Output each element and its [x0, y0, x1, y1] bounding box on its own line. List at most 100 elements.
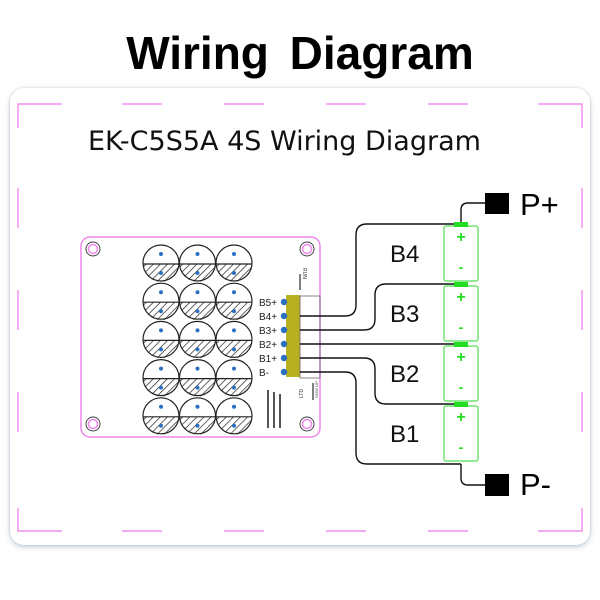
mounting-hole	[85, 416, 101, 432]
wire-b1	[300, 357, 461, 405]
capacitor-cell	[178, 320, 217, 359]
pin-dot	[280, 340, 288, 348]
cell-dot	[195, 404, 200, 409]
capacitor-cell	[142, 282, 180, 321]
pin-dot	[280, 354, 288, 362]
silk-label-now: NOW LIP	[314, 381, 319, 398]
terminal-positive-label: P+	[520, 187, 559, 222]
cell-dot	[195, 309, 200, 314]
cell-dot	[195, 252, 200, 256]
battery-label: B2	[390, 361, 419, 388]
battery-minus-sign: -	[459, 259, 464, 275]
capacitor-grid	[142, 244, 253, 435]
wire-pminus	[460, 464, 486, 486]
terminal-negative: P-	[485, 467, 551, 502]
cell-dot	[159, 328, 163, 333]
battery-terminal-cap	[454, 222, 468, 227]
pin-label: B4+	[259, 312, 277, 323]
pin-label: B1+	[259, 354, 277, 365]
wire-pplus	[460, 202, 486, 224]
capacitor-cell	[178, 282, 217, 321]
battery-cell: + - B2	[390, 342, 479, 402]
wire-b3	[300, 283, 461, 331]
battery-label: B4	[390, 241, 419, 268]
capacitor-cell	[178, 244, 217, 282]
pin-dot	[280, 312, 288, 320]
terminal-negative-block	[485, 474, 509, 496]
battery-label: B3	[390, 301, 419, 328]
cell-dot	[159, 271, 163, 275]
cell-dot	[232, 347, 236, 352]
balance-connector	[286, 295, 300, 377]
cell-dot	[159, 423, 163, 428]
cell-dot	[195, 271, 200, 275]
cell-dot	[195, 385, 200, 390]
terminal-negative-label: P-	[520, 467, 551, 502]
battery-plus-sign: +	[456, 349, 465, 366]
cell-dot	[195, 290, 200, 295]
battery-terminal-cap	[454, 282, 468, 287]
terminal-positive: P+	[485, 187, 559, 222]
cell-dot	[232, 423, 236, 428]
mounting-hole	[299, 416, 315, 432]
pin-dot	[280, 298, 288, 306]
battery-minus-sign: -	[459, 379, 464, 395]
silk-label-ltd: LTD	[299, 389, 305, 398]
wire-b4	[300, 223, 461, 317]
cell-dot	[232, 385, 236, 390]
battery-minus-sign: -	[459, 319, 464, 335]
cell-dot	[159, 290, 163, 295]
mounting-hole	[299, 241, 315, 257]
cell-dot	[232, 328, 236, 333]
battery-plus-sign: +	[456, 409, 465, 426]
cell-dot	[232, 271, 236, 275]
capacitor-cell	[142, 397, 180, 435]
dashed-frame	[17, 103, 583, 532]
board-fine-print	[267, 390, 281, 428]
wire-bminus	[300, 371, 461, 465]
pin-dot	[280, 326, 288, 334]
capacitor-cell	[215, 282, 253, 321]
pin-label: B3+	[259, 326, 277, 337]
battery-terminal-cap	[454, 402, 468, 407]
pin-list: B5+ B4+ B3+ B2+ B1+ B-	[259, 298, 288, 379]
cell-dot	[232, 252, 236, 256]
capacitor-cell	[215, 244, 253, 282]
pin-label: B2+	[259, 340, 277, 351]
capacitor-cell	[215, 397, 253, 435]
page-title: Wiring Diagram	[126, 27, 474, 79]
cell-dot	[232, 404, 236, 409]
cell-dot	[232, 309, 236, 314]
cell-dot	[159, 404, 163, 409]
capacitor-cell	[178, 359, 217, 397]
connector-housing	[299, 295, 321, 379]
battery-plus-sign: +	[456, 289, 465, 306]
pin-label: B-	[259, 368, 269, 379]
battery-cell: + - B3	[390, 282, 479, 342]
silk-label-run: RUN	[301, 268, 307, 279]
capacitor-cell	[215, 359, 253, 397]
capacitor-cell	[178, 397, 217, 435]
cell-dot	[159, 347, 163, 352]
battery-stack: + - B4 + - B3 + - B2 + - B1	[390, 222, 479, 462]
mounting-hole	[85, 241, 101, 257]
battery-plus-sign: +	[456, 229, 465, 246]
capacitor-cell	[142, 244, 180, 282]
cell-dot	[195, 347, 200, 352]
cell-dot	[195, 366, 200, 371]
pin-dot	[280, 368, 288, 376]
cell-dot	[232, 366, 236, 371]
cell-dot	[195, 328, 200, 333]
pin-label: B5+	[259, 298, 277, 309]
capacitor-cell	[142, 320, 180, 359]
capacitor-cell	[142, 359, 180, 397]
battery-minus-sign: -	[459, 439, 464, 455]
cell-dot	[159, 309, 163, 314]
cell-dot	[159, 385, 163, 390]
cell-dot	[232, 290, 236, 295]
battery-label: B1	[390, 421, 419, 448]
cell-dot	[159, 366, 163, 371]
battery-cell: + - B1	[390, 402, 479, 462]
bms-board: RUN LTD NOW LIP B5+ B4+ B3+ B2+ B1+ B-	[80, 236, 321, 438]
